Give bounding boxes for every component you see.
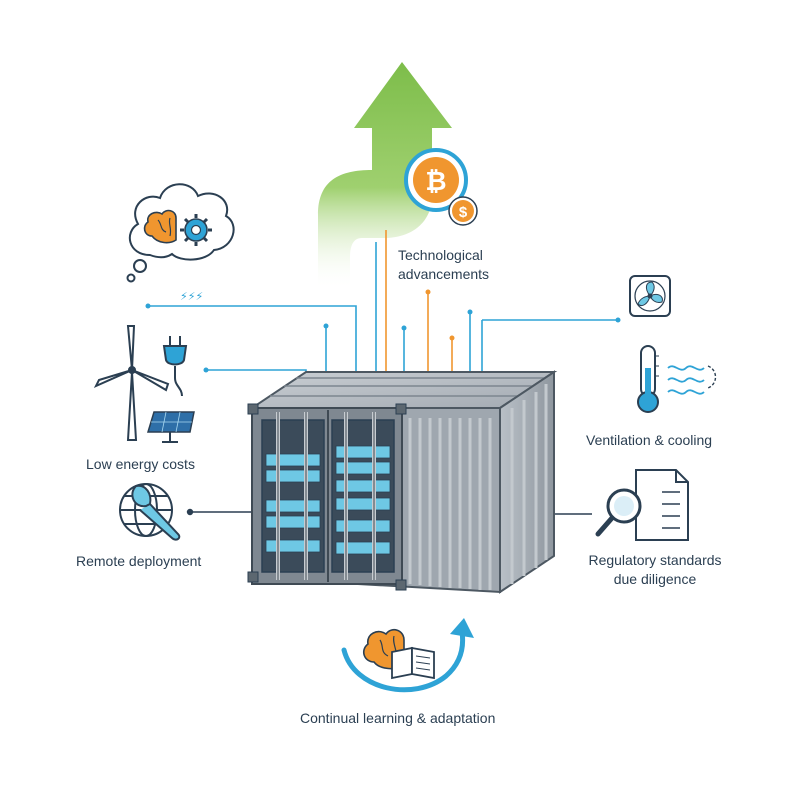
bitcoin-symbol: ₿ [425, 166, 446, 196]
open-book-icon [391, 646, 435, 680]
label-remote-deployment: Remote deployment [76, 553, 202, 569]
label-tech-advancements: Technological advancements [398, 246, 489, 284]
lightning-icons: ⚡⚡⚡ [180, 291, 203, 303]
solar-panel-icon [146, 411, 195, 443]
label-regulatory-line2: due diligence [613, 571, 697, 587]
growth-arrow-icon [318, 62, 452, 290]
globe-wrench-icon [119, 483, 181, 541]
thermometer-icon [637, 345, 659, 413]
wind-turbine-icon [93, 325, 170, 441]
dollar-coin-icon: $ [448, 196, 478, 226]
server-rack-right [335, 445, 391, 555]
bitcoin-coin-icon: ₿ [404, 148, 468, 212]
document-magnifier-icon [595, 469, 689, 541]
container-corrugation [408, 384, 548, 590]
dollar-symbol: $ [459, 204, 468, 221]
label-learning: Continual learning & adaptation [300, 710, 496, 726]
label-regulatory-line1: Regulatory standards [588, 552, 722, 568]
cooling-waves-icon [667, 365, 717, 395]
power-plug-icon [162, 336, 188, 397]
label-low-energy: Low energy costs [86, 456, 195, 472]
brain-gear-thought-icon [126, 183, 235, 283]
label-ventilation: Ventilation & cooling [586, 432, 713, 448]
fan-icon [629, 275, 671, 317]
label-regulatory: Regulatory standards due diligence [580, 551, 730, 589]
shipping-container [247, 370, 558, 594]
label-tech-line1: Technological [398, 247, 483, 263]
learning-cycle-arrow-icon [341, 618, 474, 693]
label-tech-line2: advancements [398, 266, 490, 282]
